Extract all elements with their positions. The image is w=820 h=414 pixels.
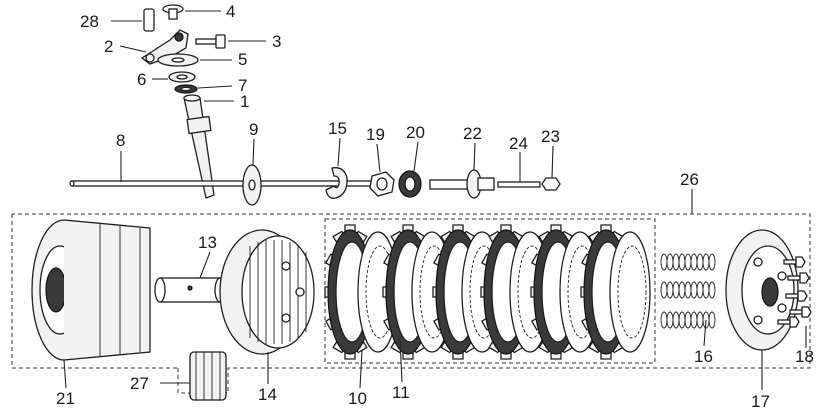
part-7-oring (174, 84, 198, 94)
coil-spring (660, 311, 716, 329)
part-8-pushrod (69, 180, 373, 187)
part-6-ring (168, 71, 196, 83)
label-9: 9 (249, 120, 258, 139)
part-13-sleeve (154, 277, 226, 303)
label-4: 4 (226, 2, 235, 21)
label-15: 15 (328, 119, 347, 138)
steel-plate (609, 231, 651, 353)
part-21-clutch-housing (31, 219, 151, 361)
label-19: 19 (366, 125, 385, 144)
label-13: 13 (198, 233, 217, 252)
part-16-springs (660, 253, 716, 329)
label-3: 3 (272, 32, 281, 51)
part-1-shaft (183, 94, 215, 199)
part-24-rod (497, 181, 541, 188)
part-28-pin (143, 8, 155, 32)
label-28: 28 (80, 12, 99, 31)
label-10: 10 (348, 389, 367, 408)
label-14: 14 (258, 385, 277, 404)
label-24: 24 (509, 134, 528, 153)
label-8: 8 (116, 131, 125, 150)
coil-spring (660, 281, 716, 299)
assembly-boundary-26 (11, 213, 811, 394)
part-17-pressure-plate (725, 229, 799, 351)
part-2-lever (140, 29, 189, 65)
label-7: 7 (238, 76, 247, 95)
part-20-bearing (398, 170, 422, 198)
part-15-lockwasher (325, 167, 348, 199)
part-14-clutch-hub (219, 229, 315, 355)
label-21: 21 (56, 389, 75, 408)
label-23: 23 (541, 127, 560, 146)
part-5-washer (157, 53, 199, 67)
label-5: 5 (238, 50, 247, 69)
clutch-plate-stack (324, 224, 651, 360)
part-27-gear (189, 351, 227, 401)
part-3-bolt (195, 34, 226, 49)
label-2: 2 (104, 37, 113, 56)
label-26: 26 (680, 170, 699, 189)
bolt (789, 306, 812, 318)
label-11: 11 (392, 383, 410, 402)
label-17: 17 (751, 392, 770, 411)
label-16: 16 (694, 347, 713, 366)
label-1: 1 (240, 92, 249, 111)
coil-spring (660, 253, 716, 271)
part-23-nut (541, 177, 561, 191)
part-19-nut (369, 171, 395, 197)
leader-lines (63, 10, 807, 390)
label-18: 18 (795, 347, 814, 366)
label-6: 6 (137, 70, 146, 89)
part-22-lifter (429, 169, 495, 199)
bolt (785, 290, 808, 302)
bolt (777, 316, 800, 328)
label-22: 22 (463, 124, 482, 143)
part-18-bolts (777, 256, 812, 328)
part-4-screw (162, 4, 184, 20)
bolt (787, 272, 810, 284)
label-20: 20 (406, 123, 425, 142)
bolt (783, 256, 806, 268)
label-27: 27 (130, 374, 149, 393)
part-9-washer (242, 164, 262, 206)
